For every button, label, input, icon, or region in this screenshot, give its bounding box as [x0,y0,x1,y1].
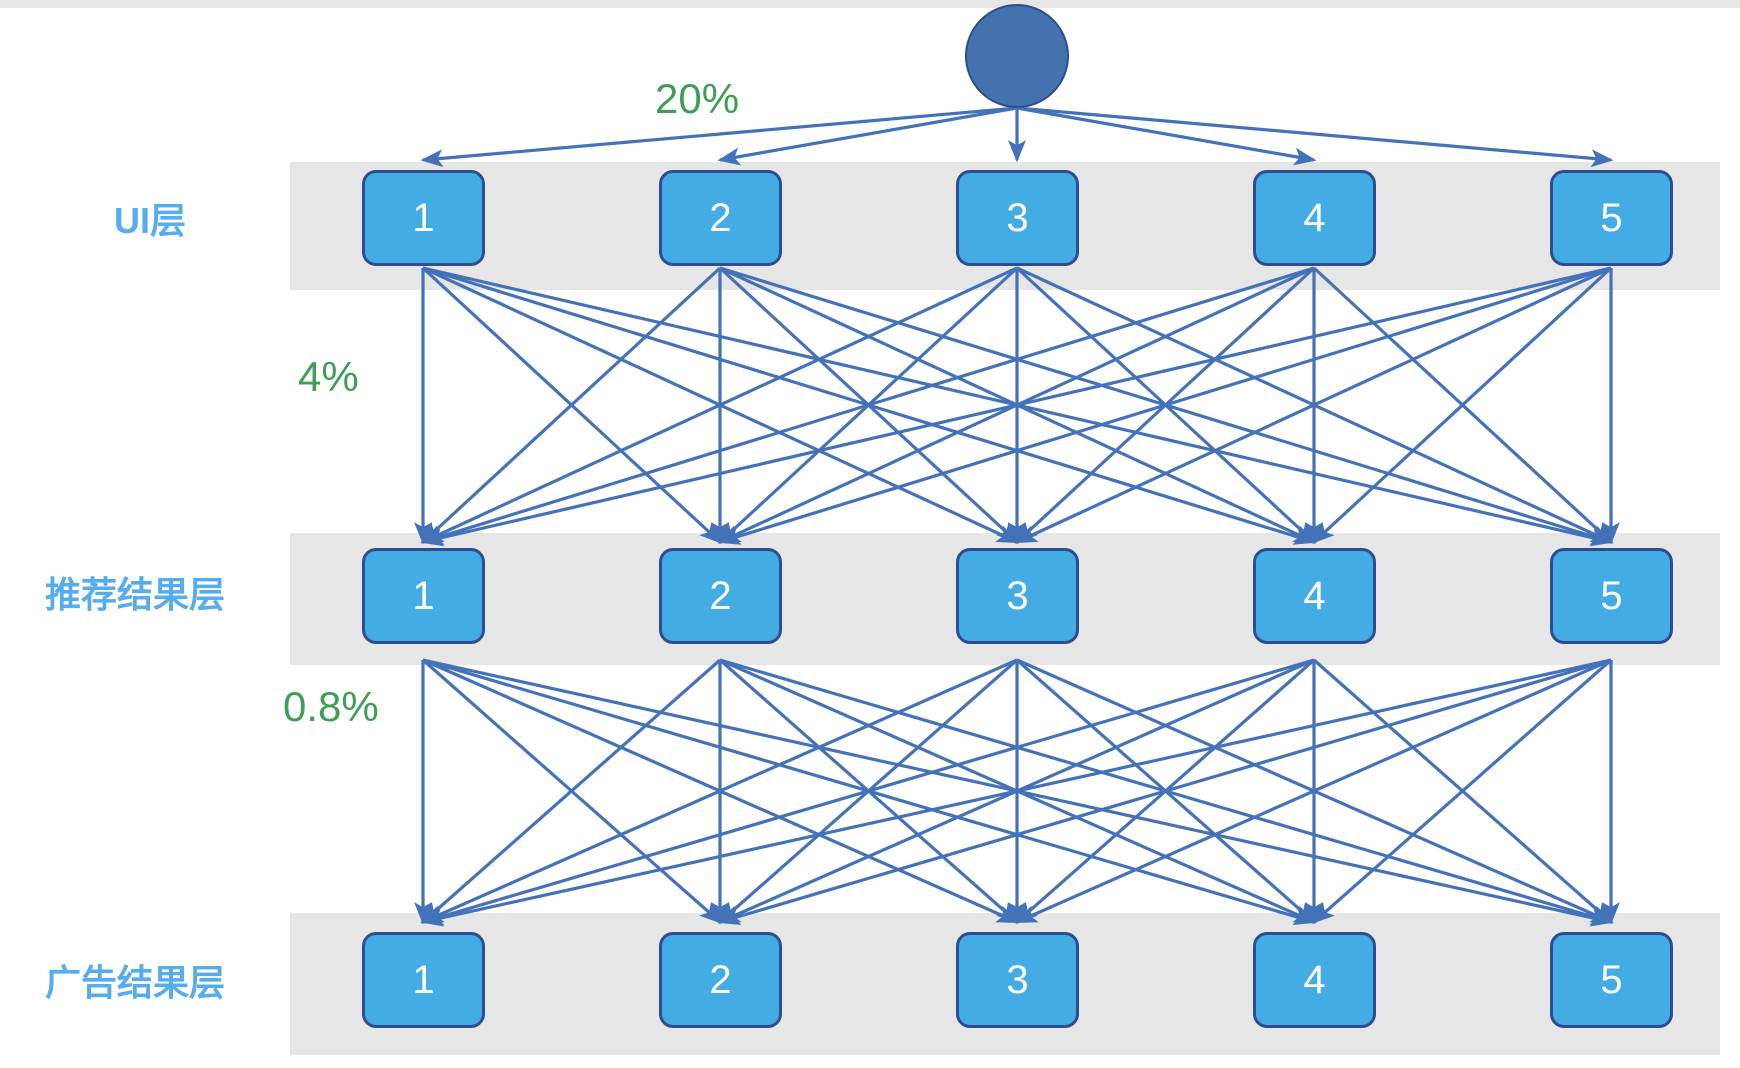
recommend-node-1[interactable]: 1 [362,548,485,644]
ads-node-3[interactable]: 3 [956,932,1079,1028]
ui-node-3[interactable]: 3 [956,170,1079,266]
ads-node-4[interactable]: 4 [1253,932,1376,1028]
ads-node-5[interactable]: 5 [1550,932,1673,1028]
recommend-node-4[interactable]: 4 [1253,548,1376,644]
ui-node-1[interactable]: 1 [362,170,485,266]
layer-label-ads: 广告结果层 [44,962,225,1003]
ui-node-5[interactable]: 5 [1550,170,1673,266]
ads-node-2[interactable]: 2 [659,932,782,1028]
recommend-node-3[interactable]: 3 [956,548,1079,644]
layer-label-ui: UI层 [113,200,186,241]
ads-node-1[interactable]: 1 [362,932,485,1028]
ui-node-2[interactable]: 2 [659,170,782,266]
ui-node-4[interactable]: 4 [1253,170,1376,266]
recommend-node-5[interactable]: 5 [1550,548,1673,644]
rate-label-recommend-to-ads: 0.8% [283,683,379,730]
recommend-node-2[interactable]: 2 [659,548,782,644]
rate-label-ui-to-recommend: 4% [298,353,359,400]
top-edge-strip [0,0,1740,8]
layer-label-recommend: 推荐结果层 [44,574,225,615]
root-node[interactable] [965,4,1069,108]
rate-label-root-to-ui: 20% [655,75,740,122]
